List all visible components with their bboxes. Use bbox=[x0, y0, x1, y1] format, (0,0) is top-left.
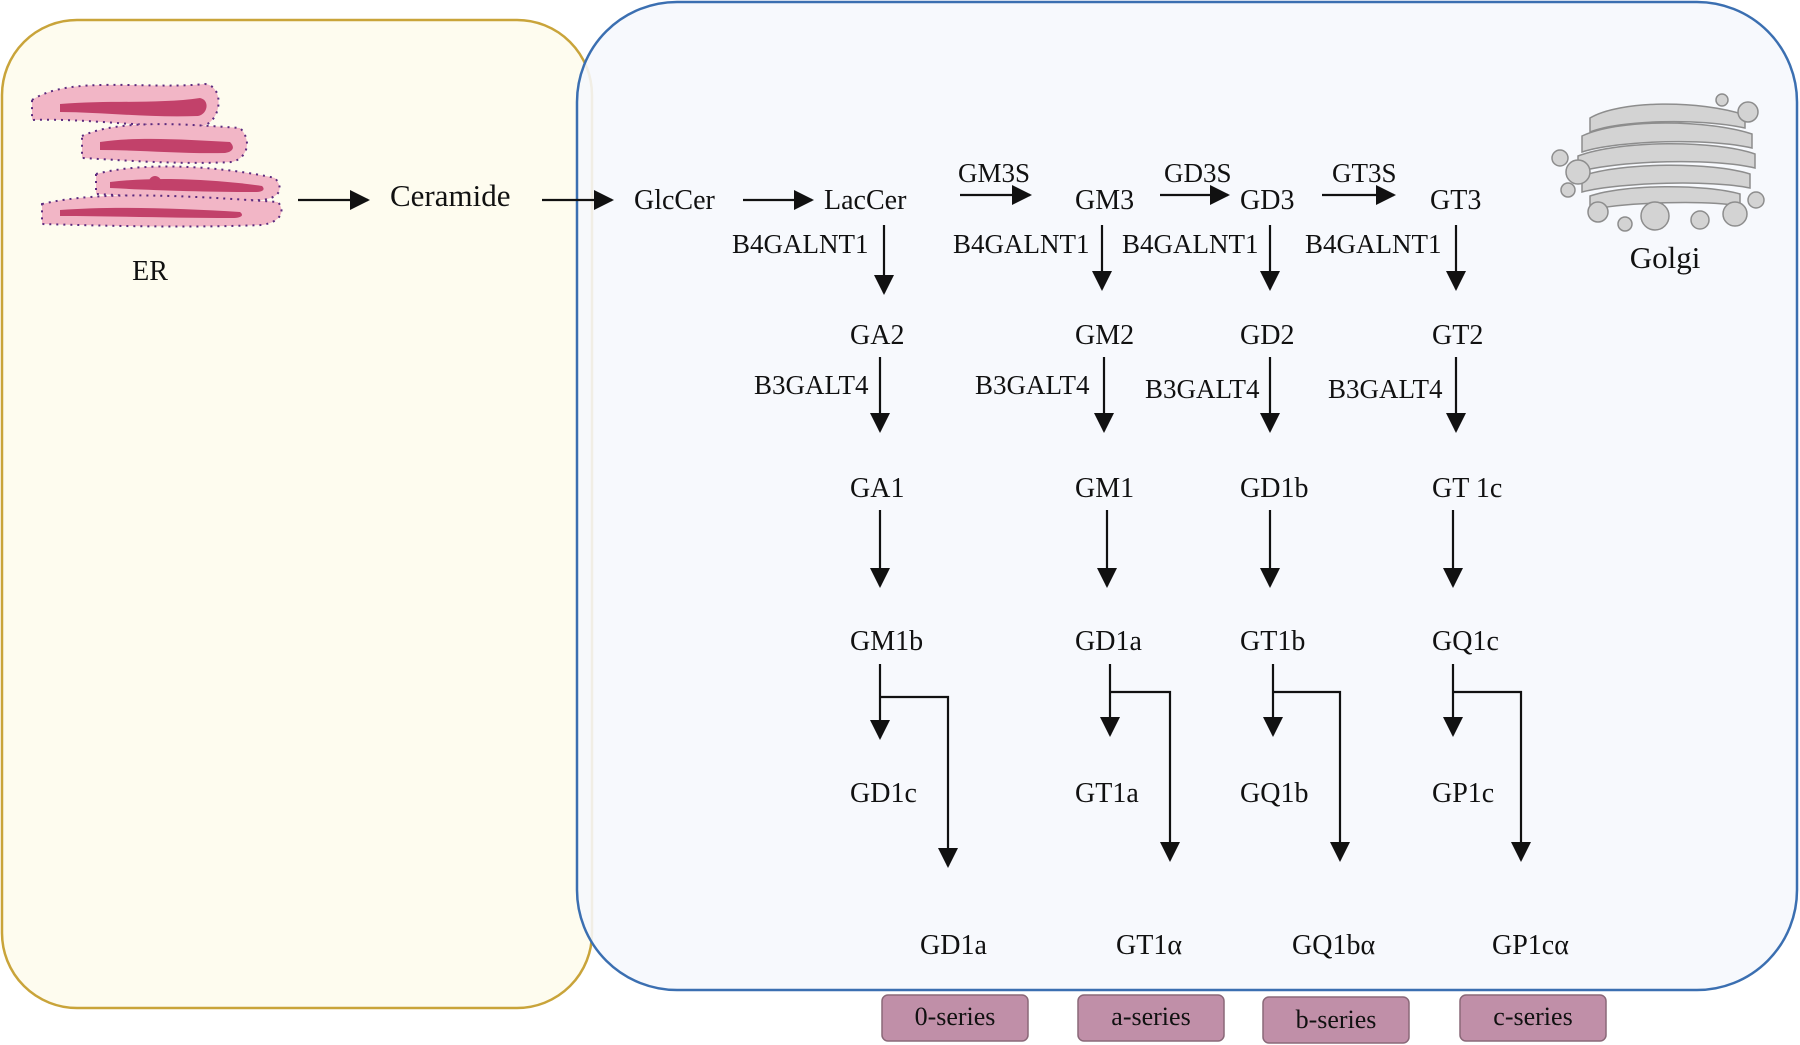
gt3s-enzyme-label: GT3S bbox=[1332, 158, 1397, 188]
gd1c-node: GD1c bbox=[850, 778, 917, 809]
ga1-node: GA1 bbox=[850, 473, 904, 504]
b3galt4-enzyme-label-b: B3GALT4 bbox=[1145, 374, 1260, 404]
gm2-node: GM2 bbox=[1075, 320, 1134, 351]
ga2-node: GA2 bbox=[850, 320, 904, 351]
endoplasmic-reticulum-icon bbox=[31, 82, 283, 228]
gd3-node: GD3 bbox=[1240, 185, 1294, 216]
gd1a-node: GD1a bbox=[1075, 626, 1142, 657]
gp1c-alpha-node: GP1cα bbox=[1492, 930, 1569, 961]
golgi-label: Golgi bbox=[1630, 240, 1701, 275]
series-label-b: b-series bbox=[1296, 1005, 1377, 1034]
gq1b-node: GQ1b bbox=[1240, 778, 1308, 809]
ceramide-node: Ceramide bbox=[390, 178, 511, 213]
b3galt4-enzyme-label-0: B3GALT4 bbox=[754, 370, 869, 400]
golgi-apparatus-icon bbox=[1551, 93, 1765, 232]
b4galnt1-enzyme-label-a: B4GALNT1 bbox=[953, 229, 1090, 259]
series-label-a: a-series bbox=[1111, 1002, 1190, 1031]
er-label: ER bbox=[132, 256, 168, 287]
series-badge-c bbox=[1459, 994, 1607, 1042]
b4galnt1-enzyme-label-0: B4GALNT1 bbox=[732, 229, 869, 259]
gq1c-to-gp1c-alpha-arrow bbox=[1453, 690, 1531, 862]
gm1b-to-gd1a-alpha-arrow bbox=[880, 695, 958, 868]
gd1a-alpha-node: GD1a bbox=[920, 930, 987, 961]
gt3-node: GT3 bbox=[1430, 185, 1481, 216]
gq1b-alpha-node: GQ1bα bbox=[1292, 930, 1375, 961]
series-badge-b bbox=[1262, 996, 1410, 1044]
gt2-node: GT2 bbox=[1432, 320, 1483, 351]
gm1-node: GM1 bbox=[1075, 473, 1134, 504]
gd1b-node: GD1b bbox=[1240, 473, 1308, 504]
series-label-c: c-series bbox=[1493, 1002, 1572, 1031]
gm3s-enzyme-label: GM3S bbox=[958, 158, 1030, 188]
golgi-region bbox=[575, 0, 1799, 992]
gm1b-node: GM1b bbox=[850, 626, 923, 657]
b3galt4-enzyme-label-a: B3GALT4 bbox=[975, 370, 1090, 400]
er-region bbox=[0, 18, 594, 1010]
gp1c-node: GP1c bbox=[1432, 778, 1494, 809]
gt1b-to-gq1b-alpha-arrow bbox=[1273, 690, 1350, 862]
gd3s-enzyme-label: GD3S bbox=[1164, 158, 1232, 188]
series-label-0: 0-series bbox=[915, 1002, 996, 1031]
b4galnt1-enzyme-label-b: B4GALNT1 bbox=[1122, 229, 1259, 259]
series-badge-0 bbox=[881, 994, 1029, 1042]
glccer-node: GlcCer bbox=[634, 185, 716, 216]
gq1c-node: GQ1c bbox=[1432, 626, 1499, 657]
gt1b-node: GT1b bbox=[1240, 626, 1305, 657]
gt1c-node: GT 1c bbox=[1432, 473, 1502, 504]
series-badge-a bbox=[1077, 994, 1225, 1042]
gt1-alpha-node: GT1α bbox=[1116, 930, 1182, 961]
b4galnt1-enzyme-label-c: B4GALNT1 bbox=[1305, 229, 1442, 259]
laccer-node: LacCer bbox=[824, 185, 907, 216]
b3galt4-enzyme-label-c: B3GALT4 bbox=[1328, 374, 1443, 404]
gm3-node: GM3 bbox=[1075, 185, 1134, 216]
gd2-node: GD2 bbox=[1240, 320, 1294, 351]
gd1a-to-gt1-alpha-arrow bbox=[1110, 690, 1180, 862]
gt1a-node: GT1a bbox=[1075, 778, 1139, 809]
